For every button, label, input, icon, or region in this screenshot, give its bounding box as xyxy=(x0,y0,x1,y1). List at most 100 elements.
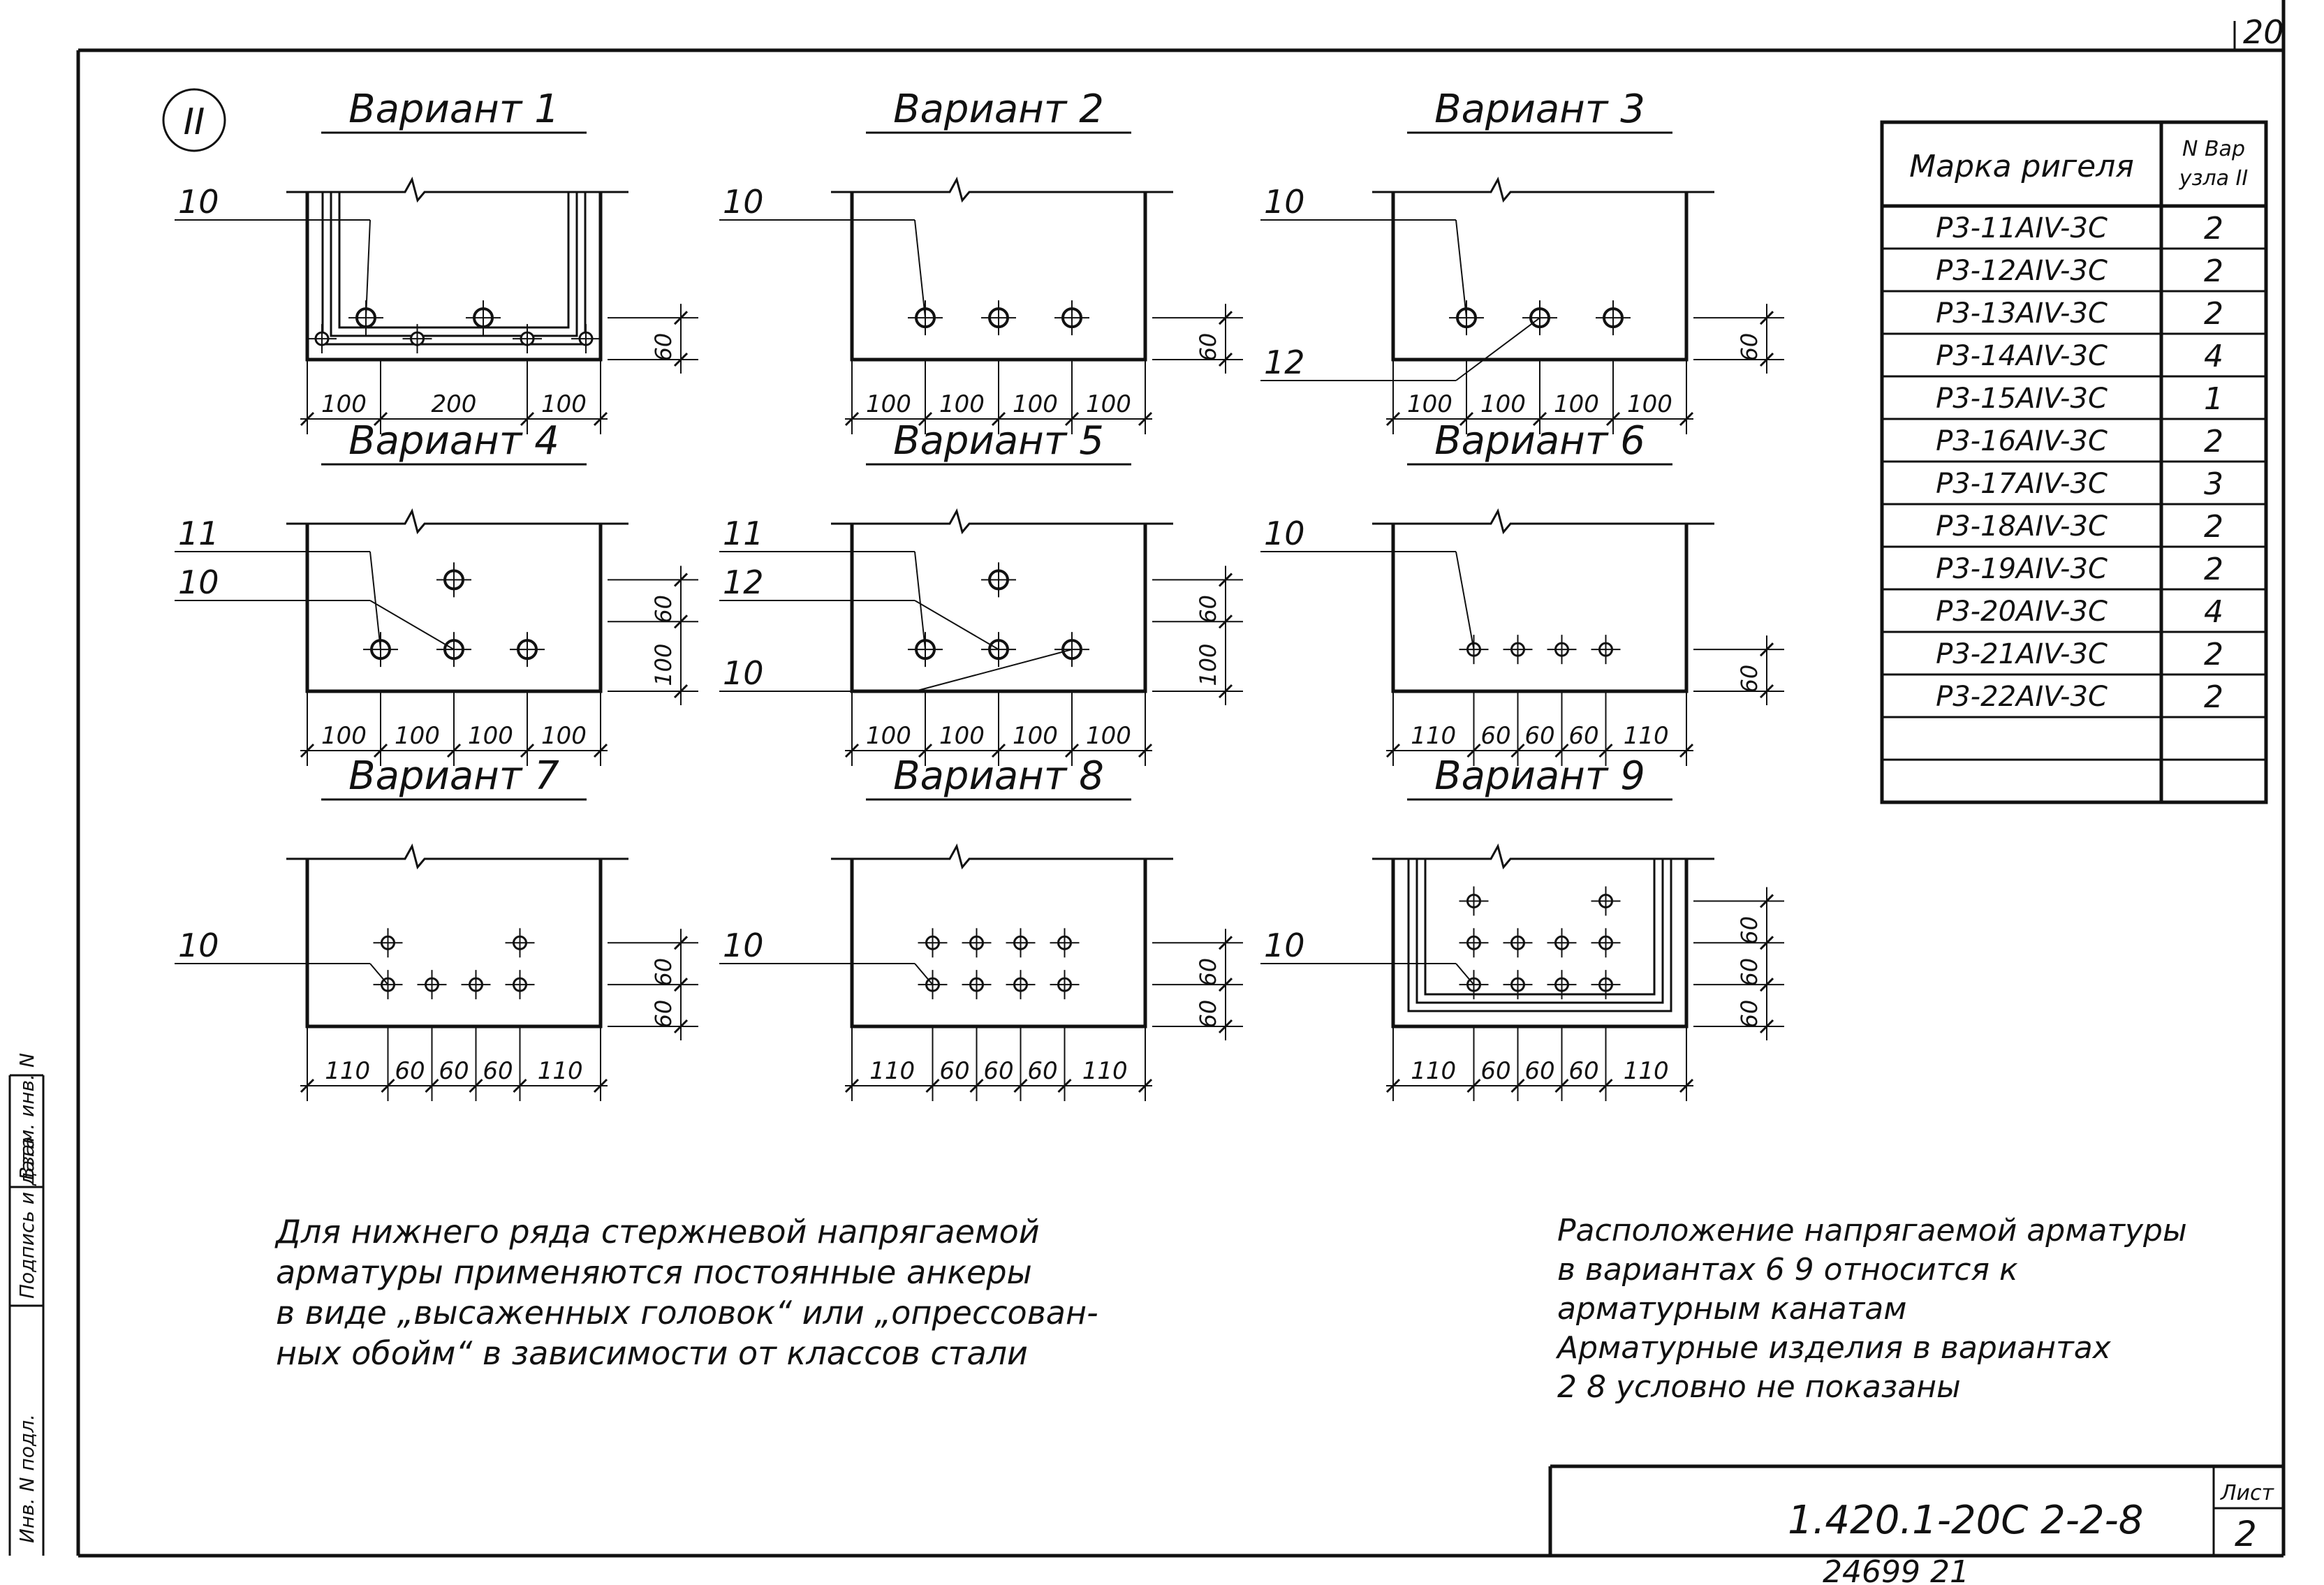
table-cell-mark: Р3-22АIV-3С xyxy=(1936,681,2108,713)
dimension-label: 100 xyxy=(1086,722,1131,750)
dimension-tick xyxy=(1598,1078,1613,1093)
dimension-tick xyxy=(1759,311,1774,325)
beam-outline xyxy=(1391,859,1689,1029)
table-cell-mark: Р3-12АIV-3С xyxy=(1936,255,2108,287)
stirrup xyxy=(1407,859,1672,1012)
table-cell-mark: Р3-18АIV-3С xyxy=(1936,510,2108,543)
dimension-label: 100 xyxy=(1554,390,1599,418)
dimension-tick xyxy=(1218,614,1233,629)
callout-pointer xyxy=(369,551,381,650)
break-line xyxy=(831,843,1173,870)
variant-title: Вариант 7 xyxy=(348,753,559,799)
dimension-tick xyxy=(1064,411,1080,427)
dimension-tick xyxy=(844,1078,860,1093)
callout-label: 10 xyxy=(178,563,219,601)
note-right-line: 2 8 условно не показаны xyxy=(1557,1369,1961,1405)
callout-pointer xyxy=(1455,551,1475,650)
dimension-tick xyxy=(1064,743,1080,758)
callout-label: 11 xyxy=(723,515,764,552)
dimension-tick xyxy=(1532,411,1547,427)
dimension-tick xyxy=(673,978,689,992)
dimension-tick xyxy=(991,411,1006,427)
dimension-tick xyxy=(1679,411,1694,427)
callout-pointer xyxy=(1455,219,1467,318)
dimension-tick xyxy=(593,743,608,758)
dimension-tick xyxy=(1218,573,1233,587)
dimension-label: 60 xyxy=(1195,958,1221,987)
dimension-label: 110 xyxy=(538,1057,583,1085)
dimension-tick xyxy=(593,1078,608,1093)
dimension-label: 100 xyxy=(1013,722,1058,750)
variant-title: Вариант 8 xyxy=(893,753,1104,799)
dimension-label: 100 xyxy=(650,644,677,686)
dimension-tick xyxy=(513,1078,527,1093)
dimension-tick xyxy=(1218,311,1233,325)
dimension-label: 110 xyxy=(1082,1057,1128,1085)
title-block-code: 1.420.1-20С 2-2-8 xyxy=(1788,1498,2143,1543)
dimension-tick xyxy=(1679,743,1694,758)
dimension-label: 60 xyxy=(650,333,677,362)
note-left: Для нижнего ряда стержневой напрягаемой … xyxy=(276,1211,1098,1373)
dimension-tick xyxy=(300,1078,315,1093)
dimension-tick xyxy=(1759,894,1774,908)
dimension-tick xyxy=(300,743,315,758)
dimension-tick xyxy=(1138,411,1153,427)
callout-pointer xyxy=(365,219,371,318)
dimension-tick xyxy=(1385,1078,1401,1093)
dimension-tick xyxy=(373,743,388,758)
callout-pointer xyxy=(1455,317,1540,381)
dimension-tick xyxy=(1138,1078,1153,1093)
dimension-label: 110 xyxy=(869,1057,915,1085)
variant-title: Вариант 2 xyxy=(893,87,1104,132)
dimension-label: 60 xyxy=(650,1000,677,1029)
table-cell-variant: 1 xyxy=(2204,381,2223,417)
beam-outline xyxy=(305,192,603,362)
callout-label: 10 xyxy=(178,927,219,964)
dimension-label: 60 xyxy=(983,1057,1013,1085)
dimension-tick xyxy=(991,743,1006,758)
dimension-tick xyxy=(1385,411,1401,427)
break-line xyxy=(1372,177,1714,203)
dimension-tick xyxy=(1013,1078,1028,1093)
dimension-label: 110 xyxy=(1624,1057,1669,1085)
dimension-label: 60 xyxy=(1524,722,1554,750)
table-cell-variant: 3 xyxy=(2204,466,2223,502)
side-stamp: Взам. инв. N Подпись и дата Инв. N подл. xyxy=(8,1053,45,1556)
callout-label: 10 xyxy=(723,183,764,221)
dimension-label: 60 xyxy=(395,1057,425,1085)
dimension-tick xyxy=(1759,684,1774,699)
table-cell-mark: Р3-11АIV-3С xyxy=(1936,212,2108,244)
dimension-label: 100 xyxy=(541,722,587,750)
callout-label: 12 xyxy=(723,563,764,601)
callout-pointer xyxy=(914,649,1073,692)
dimension-tick xyxy=(673,311,689,325)
stirrup xyxy=(1415,859,1664,1004)
dimension-tick xyxy=(593,411,608,427)
dimension-label: 100 xyxy=(1013,390,1058,418)
dimension-label: 60 xyxy=(1736,665,1763,693)
dimension-label: 60 xyxy=(939,1057,969,1085)
dimension-tick xyxy=(1466,1078,1481,1093)
stirrup xyxy=(330,192,578,337)
dimension-label: 200 xyxy=(432,390,477,418)
callout-pointer xyxy=(914,551,926,650)
stirrup xyxy=(1424,859,1656,996)
dimension-label: 110 xyxy=(1411,1057,1456,1085)
dimension-tick xyxy=(1759,978,1774,992)
dimension-label: 110 xyxy=(325,1057,370,1085)
table-header-mark: Марка ригеля xyxy=(1909,149,2134,184)
callout-pointer xyxy=(369,600,455,651)
dimension-label: 60 xyxy=(1195,595,1221,624)
table-cell-mark: Р3-20АIV-3С xyxy=(1936,596,2108,628)
dimension-tick xyxy=(673,352,689,367)
table-cell-mark: Р3-17АIV-3С xyxy=(1936,468,2108,500)
note-left-line: в виде „высаженных головок“ или „опрессо… xyxy=(276,1294,1098,1332)
dimension-tick xyxy=(1759,1019,1774,1034)
dimension-tick xyxy=(520,743,535,758)
dimension-tick xyxy=(1218,684,1233,699)
dimension-tick xyxy=(844,743,860,758)
